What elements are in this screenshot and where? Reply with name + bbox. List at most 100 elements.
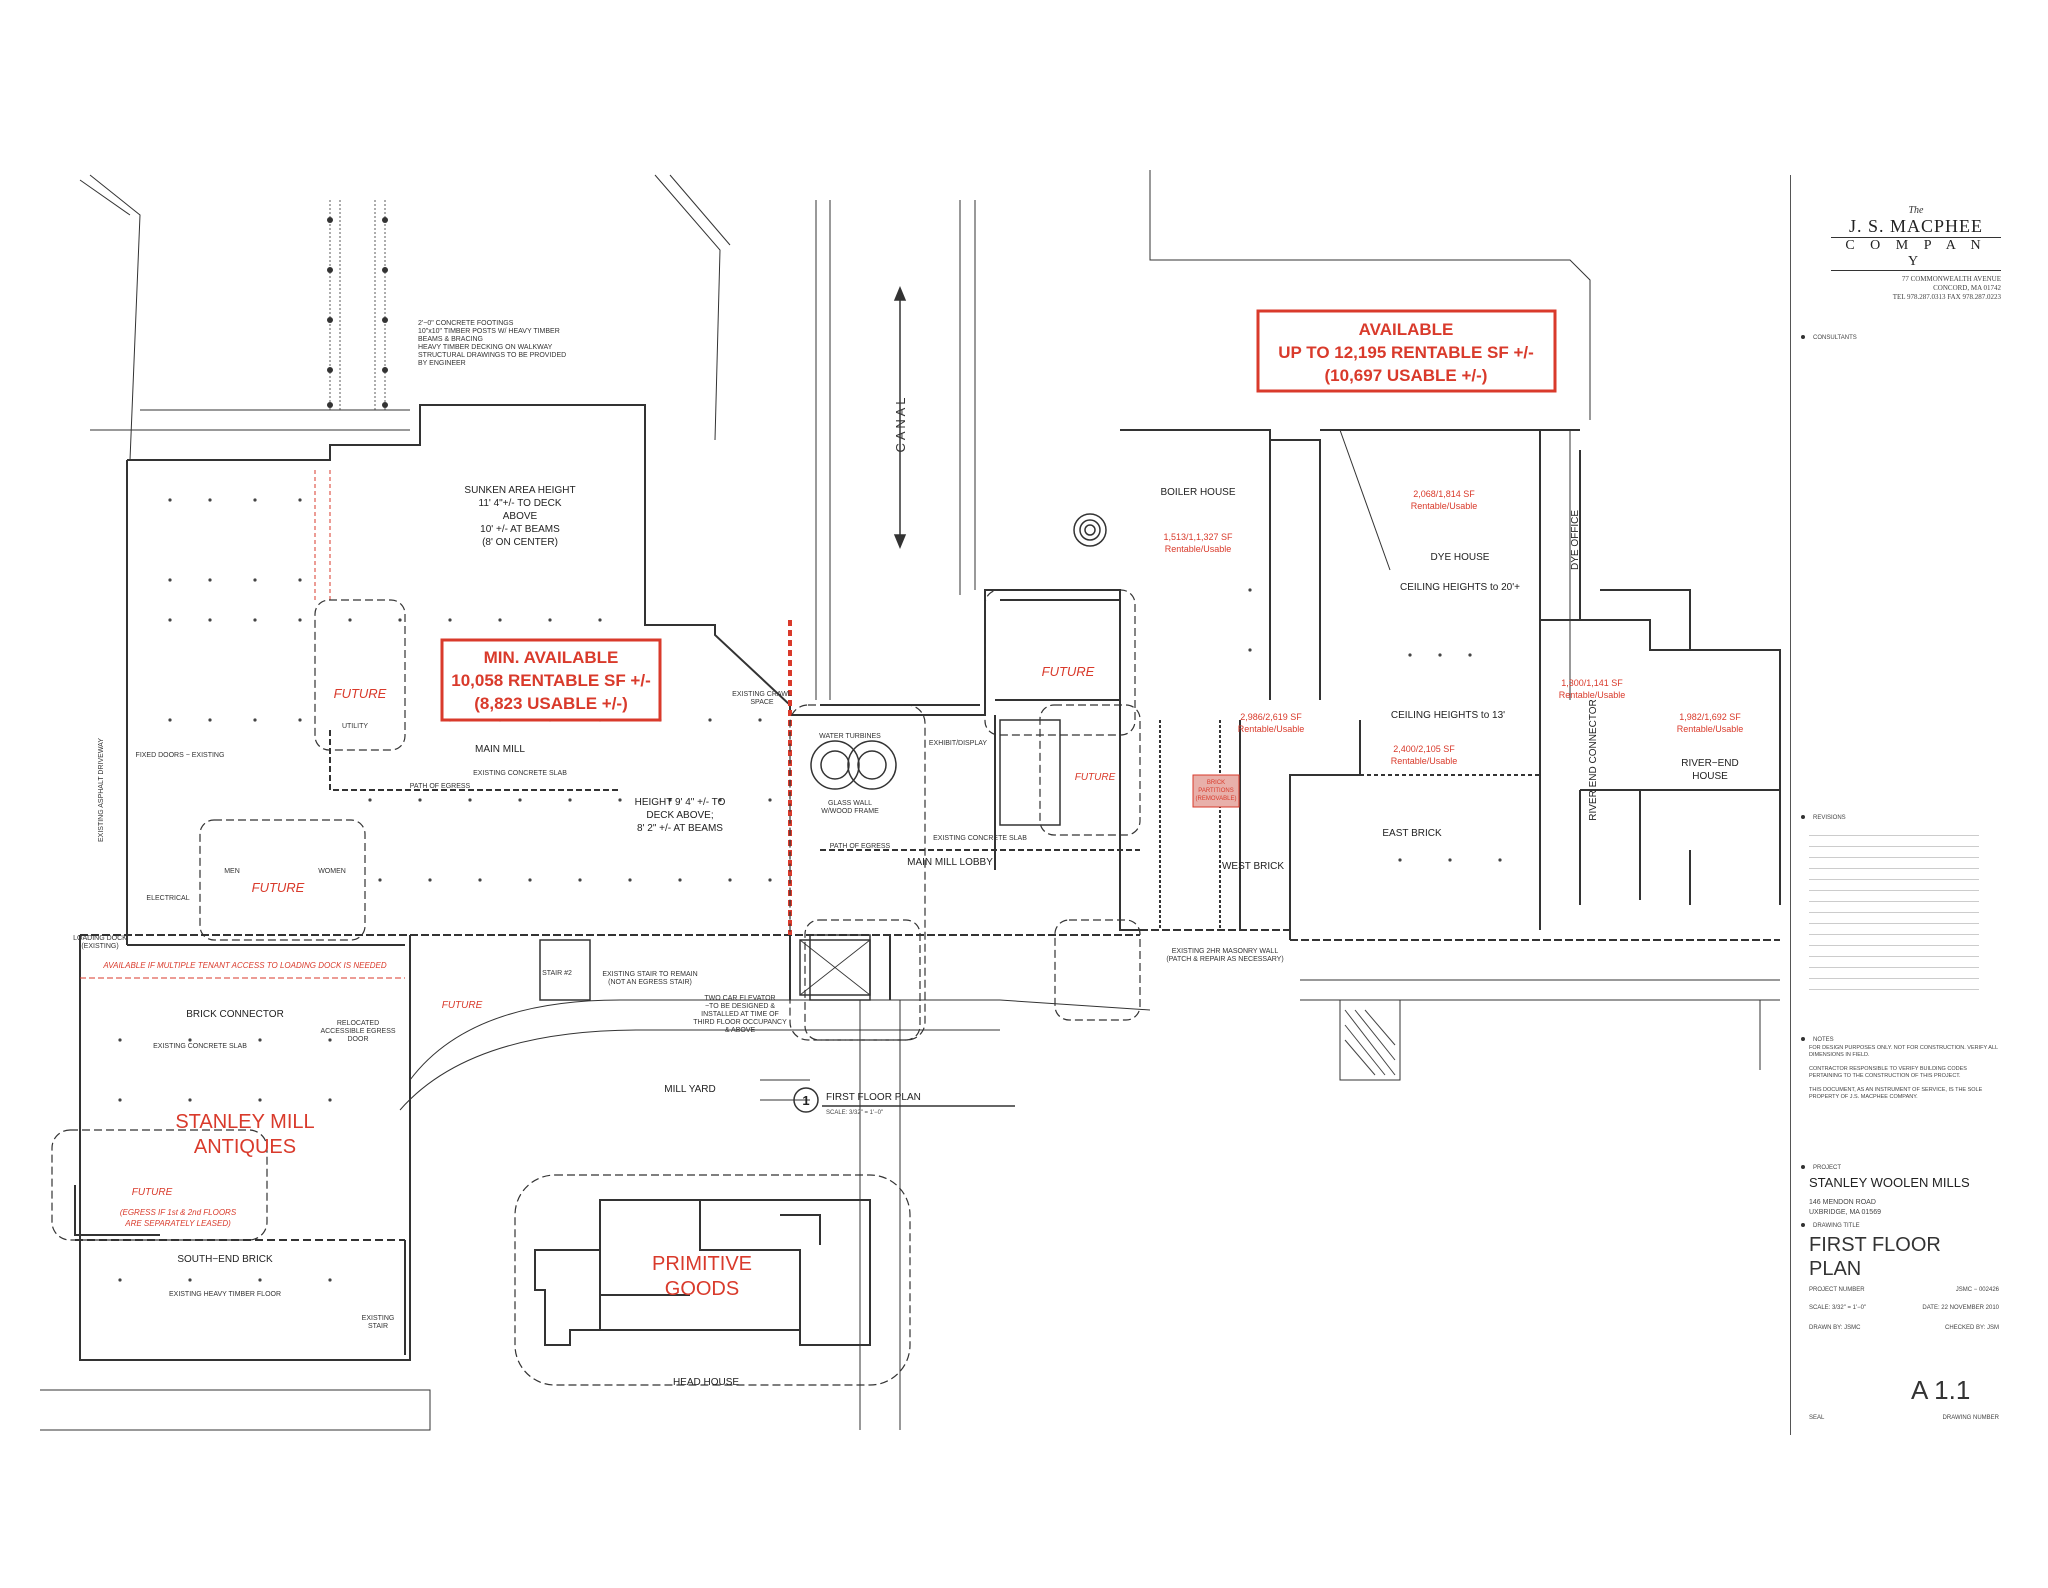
utility-label: UTILITY xyxy=(342,723,368,730)
water-turbines-label: WATER TURBINES xyxy=(819,733,881,740)
west-brick-label: WEST BRICK xyxy=(1222,861,1284,872)
project-name: STANLEY WOOLEN MILLS xyxy=(1809,1175,1970,1190)
plan-title-number: 1 xyxy=(802,1093,809,1108)
river-sf: 1,982/1,692 SF xyxy=(1679,712,1741,722)
min-available-callout-box xyxy=(440,638,662,722)
sunken-4: 10' +/- AT BEAMS xyxy=(480,524,560,535)
two-car-note-1: TWO CAR ELEVATOR xyxy=(704,995,775,1002)
connector-ru: Rentable/Usable xyxy=(1559,690,1626,700)
relocated-note-2: ACCESSIBLE EGRESS xyxy=(320,1028,395,1035)
height-2: DECK ABOVE; xyxy=(646,810,713,821)
west-ru: Rentable/Usable xyxy=(1238,724,1305,734)
lobby-label: MAIN MILL LOBBY xyxy=(907,857,993,868)
revisions-row: REVISIONS xyxy=(1801,815,1846,821)
egress-note-1: (EGRESS IF 1st & 2nd FLOORS xyxy=(120,1208,237,1217)
boiler-ru: Rentable/Usable xyxy=(1165,544,1232,554)
project-addr-1: 146 MENDON ROAD xyxy=(1809,1199,1876,1206)
consultants-row: CONSULTANTS xyxy=(1801,335,1857,341)
brick-connector-label: BRICK CONNECTOR xyxy=(186,1009,284,1020)
men-label: MEN xyxy=(224,868,240,875)
sunken-2: 11' 4"+/- TO DECK xyxy=(479,498,562,509)
brick-partition-box xyxy=(1192,774,1240,808)
available-line1: AVAILABLE xyxy=(1359,320,1454,339)
existing-stair-note-1: EXISTING xyxy=(362,1315,395,1322)
stair-label: STAIR #2 xyxy=(542,970,572,977)
river-ru: Rentable/Usable xyxy=(1677,724,1744,734)
egress-note-2: ARE SEPARATELY LEASED) xyxy=(124,1219,231,1228)
electrical-label: ELECTRICAL xyxy=(146,895,189,902)
river-end-connector-label: RIVER END CONNECTOR xyxy=(1588,699,1599,821)
sunken-5: (8' ON CENTER) xyxy=(482,537,558,548)
dye-ru: Rentable/Usable xyxy=(1411,501,1478,511)
parking-stripes xyxy=(1344,1009,1396,1076)
crawl-note-1: EXISTING CRAWL xyxy=(732,691,792,698)
canal-arrow xyxy=(893,286,907,549)
relocated-note-3: DOOR xyxy=(348,1036,369,1043)
available-line3: (10,697 USABLE +/-) xyxy=(1325,366,1488,385)
future-label-2: FUTURE xyxy=(252,880,305,895)
dye-office-label: DYE OFFICE xyxy=(1570,510,1581,570)
company-addr-2: CONCORD, MA 01742 xyxy=(1933,284,2001,292)
path-egress-note-1: PATH OF EGRESS xyxy=(410,783,471,790)
east-brick-label: EAST BRICK xyxy=(1382,828,1442,839)
crawl-note-2: SPACE xyxy=(750,699,774,706)
women-label: WOMEN xyxy=(318,868,346,875)
stair-remain-note-2: (NOT AN EGRESS STAIR) xyxy=(608,979,692,986)
footing-note-2: 10"x10" TIMBER POSTS W/ HEAVY TIMBER xyxy=(418,328,560,335)
project-info: STANLEY WOOLEN MILLS 146 MENDON ROAD UXB… xyxy=(1809,1175,1999,1218)
primitive-line2: GOODS xyxy=(665,1278,739,1300)
height-3: 8' 2" +/- AT BEAMS xyxy=(637,823,723,834)
footing-note-3: BEAMS & BRACING xyxy=(418,336,483,343)
primitive-line1: PRIMITIVE xyxy=(652,1253,752,1275)
stair-remain-note-1: EXISTING STAIR TO REMAIN xyxy=(602,971,697,978)
company-subname: C O M P A N Y xyxy=(1831,237,2001,271)
future-label-1: FUTURE xyxy=(334,686,387,701)
stanley-mill-line1: STANLEY MILL xyxy=(175,1111,314,1133)
ceiling-20-label: CEILING HEIGHTS to 20'+ xyxy=(1400,582,1520,593)
brick-partitions-1: BRICK xyxy=(1207,780,1225,786)
plan-title-bubble xyxy=(793,1087,819,1113)
footing-note-1: 2'−0" CONCRETE FOOTINGS xyxy=(418,320,514,327)
project-addr-2: UXBRIDGE, MA 01569 xyxy=(1809,1209,1881,1216)
company-the: The xyxy=(1908,205,1924,216)
loading-dock-note: AVAILABLE IF MULTIPLE TENANT ACCESS TO L… xyxy=(102,961,387,970)
dye-sf: 2,068/1,814 SF xyxy=(1413,489,1475,499)
path-egress-note-2: PATH OF EGRESS xyxy=(830,843,891,850)
height-1: HEIGHT 9' 4" +/- TO xyxy=(635,797,726,808)
ceiling-13-label: CEILING HEIGHTS to 13' xyxy=(1391,710,1505,721)
scale-date-row: SCALE: 3/32" = 1'−0"DATE: 22 NOVEMBER 20… xyxy=(1809,1305,1999,1311)
brick-partitions-3: (REMOVABLE) xyxy=(1196,796,1237,802)
plan-title-scale: SCALE: 3/32" = 1'−0" xyxy=(826,1110,883,1116)
available-callout-box xyxy=(1256,309,1557,393)
head-house-label: HEAD HOUSE xyxy=(673,1377,739,1388)
min-available-line1: MIN. AVAILABLE xyxy=(484,648,619,667)
footing-note-6: BY ENGINEER xyxy=(418,360,466,367)
brick-partitions-2: PARTITIONS xyxy=(1198,788,1233,794)
two-car-note-3: INSTALLED AT TIME OF xyxy=(701,1011,779,1018)
elevator xyxy=(799,939,871,996)
heavy-timber-note: EXISTING HEAVY TIMBER FLOOR xyxy=(169,1291,281,1298)
available-line2: UP TO 12,195 RENTABLE SF +/- xyxy=(1278,343,1534,362)
loading-note-2: (EXISTING) xyxy=(81,943,118,950)
notes-row: NOTES xyxy=(1801,1037,1834,1043)
dye-house-label: DYE HOUSE xyxy=(1431,552,1490,563)
mill-yard-label: MILL YARD xyxy=(664,1084,716,1095)
head-house-walls xyxy=(534,1199,871,1346)
river-end-label-2: HOUSE xyxy=(1692,771,1728,782)
stanley-mill-line2: ANTIQUES xyxy=(194,1136,296,1158)
east-sf: 2,400/2,105 SF xyxy=(1393,744,1455,754)
future-label-3: FUTURE xyxy=(1042,664,1095,679)
west-sf: 2,986/2,619 SF xyxy=(1240,712,1302,722)
future-label-6: FUTURE xyxy=(132,1187,173,1198)
sheet-number: A 1.1 xyxy=(1911,1375,1971,1405)
company-logo: The J. S. MACPHEE C O M P A N Y 77 COMMO… xyxy=(1831,205,2001,302)
drawing-title-row: DRAWING TITLE xyxy=(1801,1223,1860,1229)
walkway-lines xyxy=(329,200,386,410)
footing-note-5: STRUCTURAL DRAWINGS TO BE PROVIDED xyxy=(418,352,566,359)
exhibit-label: EXHIBIT/DISPLAY xyxy=(929,740,988,747)
min-available-line2: 10,058 RENTABLE SF +/- xyxy=(451,671,651,690)
